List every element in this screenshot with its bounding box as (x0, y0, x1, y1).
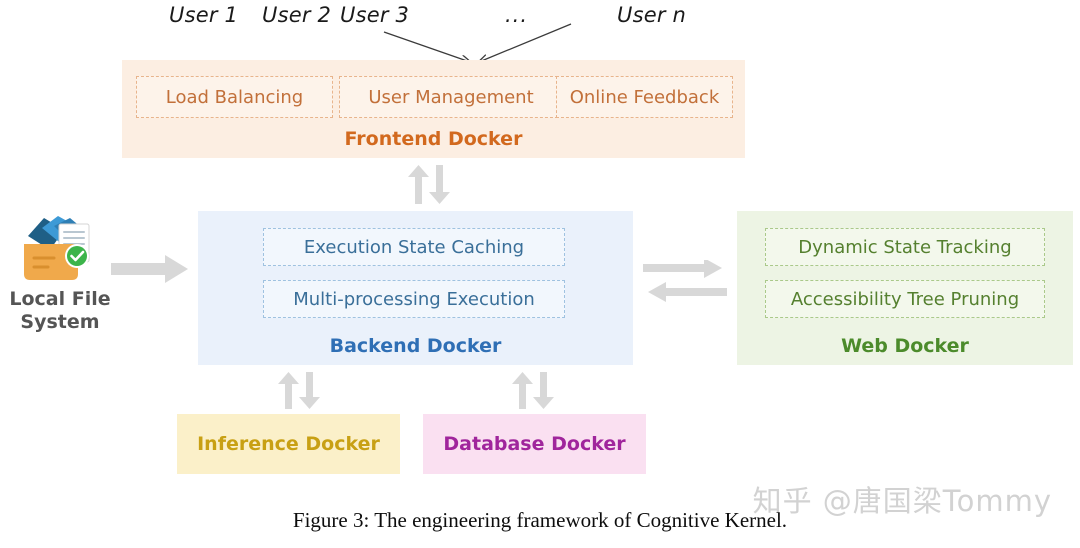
arrow-backend-inference (278, 372, 320, 409)
user-label-3: User 3 (340, 3, 410, 27)
arrow-local-file-system-backend (111, 255, 188, 283)
web-docker-panel: Dynamic State Tracking Accessibility Tre… (737, 211, 1073, 365)
backend-module-execution-state-caching[interactable]: Execution State Caching (263, 228, 565, 266)
database-docker-panel: Database Docker (423, 414, 646, 474)
frontend-module-user-management[interactable]: User Management (339, 76, 563, 118)
frontend-module-online-feedback-label: Online Feedback (569, 86, 720, 108)
user-label-2: User 2 (262, 3, 332, 27)
frontend-module-online-feedback[interactable]: Online Feedback (556, 76, 733, 118)
web-module-accessibility-tree-pruning[interactable]: Accessibility Tree Pruning (765, 280, 1045, 318)
backend-docker-panel: Execution State Caching Multi-processing… (198, 211, 633, 365)
web-module-dynamic-state-tracking-label: Dynamic State Tracking (798, 236, 1012, 258)
inference-docker-panel: Inference Docker (177, 414, 400, 474)
backend-module-multi-processing-execution-label: Multi-processing Execution (293, 288, 535, 310)
frontend-module-load-balancing[interactable]: Load Balancing (136, 76, 333, 118)
local-file-system-label-line1: Local File (9, 288, 111, 310)
frontend-docker-panel: Load Balancing User Management Online Fe… (122, 60, 745, 158)
user-label-1: User 1 (169, 3, 239, 27)
backend-module-execution-state-caching-label: Execution State Caching (303, 236, 525, 258)
local-file-system-label: Local File System (0, 288, 120, 334)
arrow-backend-web (643, 260, 727, 302)
frontend-module-load-balancing-label: Load Balancing (165, 86, 304, 108)
local-file-system-label-line2: System (20, 311, 100, 333)
watermark: 知乎 @唐国梁Tommy (752, 484, 1052, 518)
local-file-system-icon (24, 216, 90, 280)
inference-docker-title: Inference Docker (197, 433, 380, 455)
web-module-dynamic-state-tracking[interactable]: Dynamic State Tracking (765, 228, 1045, 266)
web-module-accessibility-tree-pruning-label: Accessibility Tree Pruning (790, 288, 1020, 310)
figure-caption: Figure 3: The engineering framework of C… (292, 508, 788, 532)
web-docker-title: Web Docker (841, 335, 969, 357)
backend-docker-title: Backend Docker (329, 335, 502, 357)
arrow-frontend-backend (408, 165, 450, 204)
user-label-ellipsis: ... (505, 3, 529, 27)
frontend-module-user-management-label: User Management (368, 86, 534, 108)
user-label-n: User n (617, 3, 687, 27)
backend-module-multi-processing-execution[interactable]: Multi-processing Execution (263, 280, 565, 318)
database-docker-title: Database Docker (443, 433, 626, 455)
frontend-docker-title: Frontend Docker (344, 128, 523, 150)
arrow-backend-database (512, 372, 554, 409)
